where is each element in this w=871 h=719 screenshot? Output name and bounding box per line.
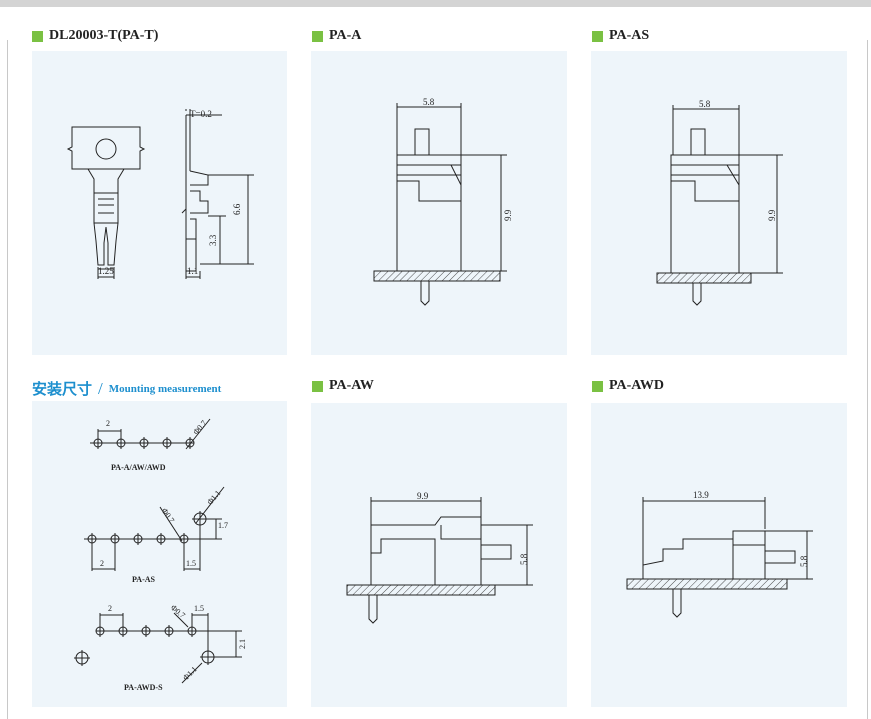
- green-square-icon: [312, 30, 323, 42]
- mount-g1-caption: PA-A/AW/AWD: [111, 463, 166, 472]
- title-mounting-en: Mounting measurement: [108, 382, 222, 395]
- title-dl20003-text: DL20003-T(PA-T): [49, 28, 159, 43]
- label-pa-as-width: 5.8: [699, 99, 711, 109]
- label-pa-awd-height: 5.8: [799, 555, 809, 567]
- mount-g2-height: 1.7: [218, 521, 228, 530]
- green-square-icon: [592, 30, 603, 42]
- panel-dl20003: T=0.2 6.6 3.3 1.25 1.1: [32, 51, 287, 355]
- drawing-pa-awd: [626, 497, 813, 618]
- drawing-pa-aw: [346, 497, 533, 624]
- drawing-mounting: [74, 418, 242, 684]
- title-pa-awd: PA-AWD: [592, 378, 664, 394]
- right-border: [867, 40, 868, 719]
- panel-pa-a: 5.8 9.9: [311, 51, 567, 355]
- mount-g2-pitch: 2: [100, 559, 104, 568]
- mount-g1-pitch: 2: [106, 419, 110, 428]
- label-pa-awd-width: 13.9: [693, 490, 709, 500]
- mount-g3-pitch: 2: [108, 604, 112, 613]
- drawing-pa-a: [373, 103, 507, 306]
- green-square-icon: [592, 380, 603, 392]
- title-pa-aw-text: PA-AW: [329, 378, 374, 393]
- title-mounting-separator: /: [98, 378, 103, 398]
- title-pa-a: PA-A: [312, 28, 361, 44]
- mount-g2-offset: 1.5: [186, 559, 196, 568]
- label-t02: T=0.2: [190, 109, 212, 119]
- mount-g3-caption: PA-AWD-S: [124, 683, 163, 692]
- top-bar: [0, 0, 871, 7]
- title-pa-as-text: PA-AS: [609, 28, 650, 43]
- label-1-1: 1.1: [187, 266, 199, 276]
- drawing-pa-as: [656, 105, 783, 306]
- green-square-icon: [312, 380, 323, 392]
- panel-pa-aw: 9.9 5.8: [311, 403, 567, 707]
- title-pa-as: PA-AS: [592, 28, 649, 44]
- green-square-icon: [32, 30, 43, 42]
- mount-g2-caption: PA-AS: [132, 575, 155, 584]
- title-mounting: 安装尺寸 / Mounting measurement: [32, 378, 221, 399]
- hole-row-3: [74, 625, 216, 666]
- left-border: [7, 40, 8, 719]
- label-3-3: 3.3: [208, 234, 218, 246]
- mount-g3-offset: 1.5: [194, 604, 204, 613]
- title-pa-awd-text: PA-AWD: [609, 378, 664, 393]
- title-pa-a-text: PA-A: [329, 28, 362, 43]
- label-pa-aw-height: 5.8: [519, 553, 529, 565]
- panel-mounting: 2 Φ0.7 PA-A/AW/AWD 2 Φ0.7 Φ1.1 1.7 1.5 P…: [32, 401, 287, 707]
- hole-row-2: [87, 511, 208, 545]
- label-pa-a-width: 5.8: [423, 97, 435, 107]
- drawing-dl20003: [66, 109, 254, 279]
- label-1-25: 1.25: [98, 266, 114, 276]
- label-pa-a-height: 9.9: [503, 209, 513, 221]
- label-6-6: 6.6: [232, 203, 242, 215]
- title-pa-aw: PA-AW: [312, 378, 374, 394]
- label-pa-as-height: 9.9: [767, 209, 777, 221]
- panel-pa-awd: 13.9 5.8: [591, 403, 847, 707]
- title-dl20003: DL20003-T(PA-T): [32, 28, 158, 44]
- title-mounting-cn: 安装尺寸: [32, 382, 93, 398]
- mount-g3-height: 2.1: [238, 639, 247, 649]
- label-pa-aw-width: 9.9: [417, 491, 429, 501]
- panel-pa-as: 5.8 9.9: [591, 51, 847, 355]
